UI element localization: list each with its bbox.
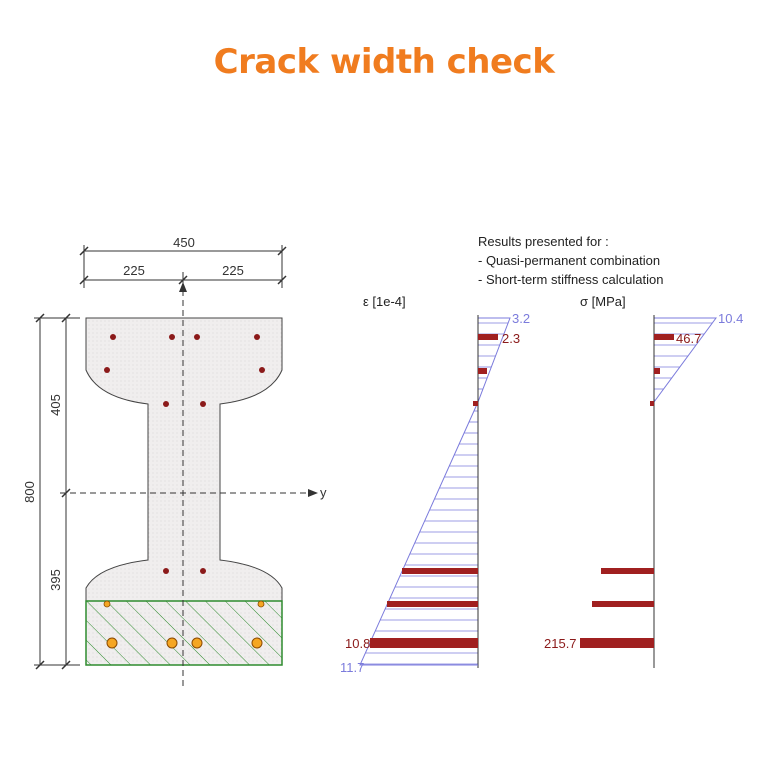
strain-bars xyxy=(370,334,498,648)
strain-top-bar-label: 2.3 xyxy=(502,331,520,346)
dim-height-top: 405 xyxy=(48,394,63,416)
stress-bar xyxy=(580,638,654,648)
stress-bar xyxy=(654,368,660,374)
strain-bar xyxy=(402,568,478,574)
strain-top-label: 3.2 xyxy=(512,311,530,326)
strain-hatch xyxy=(360,322,509,665)
rebars-small xyxy=(104,334,265,574)
rebars-bottom xyxy=(103,600,265,649)
dimension-left: 800 405 395 xyxy=(22,313,80,670)
strain-header: ε [1e-4] xyxy=(363,294,406,309)
strain-bar xyxy=(387,601,478,607)
stress-bar xyxy=(592,601,654,607)
dim-width-left: 225 xyxy=(123,263,145,278)
strain-bottom-bar-label: 10.8 xyxy=(345,636,370,651)
strain-bar xyxy=(478,334,498,340)
strain-bottom-label: 11.7 xyxy=(340,660,364,675)
strain-envelope xyxy=(359,317,511,666)
axis-label-y: y xyxy=(320,485,327,500)
dim-width-right: 225 xyxy=(222,263,244,278)
strain-bar xyxy=(473,401,478,406)
stress-bar xyxy=(601,568,654,574)
dim-height-bottom: 395 xyxy=(48,569,63,591)
stress-top-bar-label: 46.7 xyxy=(676,331,701,346)
strain-bar xyxy=(478,368,487,374)
stress-bars xyxy=(580,334,674,648)
dim-height-total: 800 xyxy=(22,481,37,503)
stress-top-label: 10.4 xyxy=(718,311,743,326)
results-heading: Results presented for : xyxy=(478,234,609,249)
tension-zone xyxy=(85,600,283,666)
stress-bottom-bar-label: 215.7 xyxy=(544,636,577,651)
strain-bar xyxy=(370,638,478,648)
results-line-2: - Short-term stiffness calculation xyxy=(478,272,663,287)
stress-header: σ [MPa] xyxy=(580,294,626,309)
results-line-1: - Quasi-permanent combination xyxy=(478,253,660,268)
dimension-top: 450 225 225 xyxy=(79,235,287,288)
vertical-axis-arrow xyxy=(179,282,187,292)
stress-bar xyxy=(654,334,674,340)
dim-width-total: 450 xyxy=(173,235,195,250)
page-title: Crack width check xyxy=(213,42,555,82)
horizontal-axis-arrow xyxy=(308,489,318,497)
stress-bar xyxy=(650,401,654,406)
